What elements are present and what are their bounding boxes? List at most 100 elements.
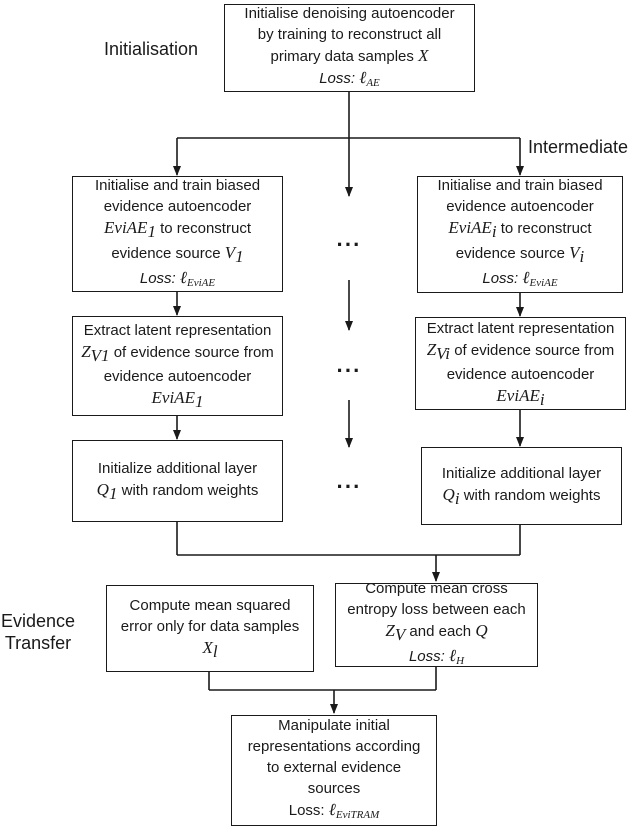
box-text: EviAEi: [496, 385, 544, 410]
box-text: representations according: [247, 738, 421, 755]
box-text: evidence autoencoder: [446, 198, 594, 215]
model-symbol: EviAE: [151, 388, 195, 407]
box-text: Initialise and train biased: [94, 176, 261, 194]
model-symbol: EviAE: [104, 217, 148, 237]
box-text: error only for data samples: [120, 618, 300, 635]
model-symbol: EviAE: [496, 385, 540, 405]
ellipsis-3: ···: [336, 474, 362, 499]
train-evidence-autoencoder-box-1: Initialise and train biased evidence aut…: [72, 176, 283, 292]
box-text: Q1 with random weights: [97, 479, 259, 504]
init-layer-box-1: Initialize additional layer Q1 with rand…: [72, 440, 283, 522]
box-text: Extract latent representation: [426, 319, 615, 337]
primary-data-symbol: X: [418, 45, 429, 65]
box-text: EviAE1: [152, 387, 204, 412]
box-text-fragment: and each: [409, 623, 472, 640]
model-symbol: EviAE: [448, 218, 492, 237]
box-text: primary data samples X: [271, 45, 429, 67]
loss-label: Loss:: [288, 802, 325, 819]
source-symbol: V: [224, 242, 236, 262]
q-symbol: Q: [475, 621, 488, 640]
box-text: evidence source Vi: [456, 242, 585, 267]
latent-symbol: Z: [426, 339, 437, 359]
loss-line: Loss: ℓAE: [319, 67, 380, 94]
model-subscript: 1: [194, 392, 204, 411]
loss-subscript: EviTRAM: [335, 809, 380, 821]
init-layer-box-i: Initialize additional layer Qi with rand…: [421, 447, 622, 525]
box-text: by training to reconstruct all: [257, 25, 442, 43]
box-text-fragment: to reconstruct: [500, 220, 592, 237]
box-text: Initialise denoising autoencoder: [244, 4, 455, 22]
loss-symbol: ℓ: [328, 800, 336, 819]
loss-subscript: EviAE: [187, 276, 216, 289]
labelled-samples-subscript: l: [212, 642, 218, 661]
section-label-intermediate: Intermediate: [528, 137, 629, 157]
loss-label: Loss:: [408, 648, 445, 665]
model-subscript: i: [491, 222, 497, 241]
cross-entropy-box: Compute mean cross entropy loss between …: [335, 580, 538, 667]
section-label-initialisation: Initialisation: [104, 39, 199, 59]
loss-line: Loss: ℓEviAE: [482, 267, 557, 294]
loss-symbol: ℓ: [522, 268, 530, 287]
box-text: to external evidence: [266, 759, 402, 776]
ellipsis-1: ···: [336, 232, 362, 257]
q-subscript: i: [454, 489, 460, 508]
box-text: Qi with random weights: [443, 484, 601, 509]
box-text-fragment: with random weights: [121, 482, 259, 499]
loss-symbol: ℓ: [179, 267, 187, 287]
loss-subscript: H: [456, 655, 465, 667]
box-text: evidence autoencoder: [103, 368, 252, 385]
loss-symbol: ℓ: [359, 67, 367, 87]
box-text: sources: [307, 780, 361, 797]
train-evidence-autoencoder-box-i: Initialise and train biased evidence aut…: [417, 176, 623, 293]
source-subscript: i: [579, 247, 585, 266]
box-text-fragment: of evidence source from: [113, 344, 274, 361]
box-text-fragment: of evidence source from: [454, 341, 615, 359]
loss-subscript: EviAE: [529, 277, 558, 289]
section-label-line: Evidence: [0, 611, 76, 631]
box-text-fragment: with random weights: [463, 487, 601, 504]
box-text: entropy loss between each: [347, 601, 526, 618]
box-text: Extract latent representation: [83, 322, 272, 339]
box-text: Xl: [202, 637, 217, 662]
box-text-fragment: to reconstruct: [160, 219, 251, 237]
section-label-evidence-transfer: Evidence Transfer: [0, 610, 76, 654]
model-subscript: i: [539, 389, 545, 409]
box-text: Compute mean squared: [129, 597, 291, 614]
mse-box: Compute mean squared error only for data…: [106, 585, 314, 672]
box-text: Initialize additional layer: [441, 465, 602, 482]
latent-symbol: Z: [385, 621, 395, 640]
box-text: Compute mean cross: [365, 580, 508, 597]
source-subscript: 1: [235, 246, 244, 266]
box-text: ZV1 of evidence source from: [81, 341, 274, 366]
box-text: EviAEi to reconstruct: [448, 217, 591, 242]
box-text: evidence autoencoder: [103, 197, 252, 215]
box-text: evidence autoencoder: [446, 365, 595, 383]
q-symbol: Q: [442, 485, 455, 504]
loss-label: Loss:: [319, 69, 356, 87]
loss-line: Loss: ℓEviAE: [140, 267, 215, 294]
q-subscript: 1: [108, 484, 118, 503]
box-text-fragment: evidence source: [455, 245, 565, 262]
box-text: EviAE1 to reconstruct: [104, 217, 251, 242]
latent-subscript: Vi: [436, 343, 451, 363]
box-text: ZV and each Q: [385, 620, 487, 645]
box-text: Initialize additional layer: [97, 460, 258, 477]
source-symbol: V: [569, 243, 580, 262]
loss-line: Loss: ℓEviTRAM: [289, 799, 380, 826]
box-text: Initialise and train biased: [437, 177, 603, 194]
extract-latent-box-i: Extract latent representation ZVi of evi…: [415, 317, 626, 410]
extract-latent-box-1: Extract latent representation ZV1 of evi…: [72, 316, 283, 416]
q-symbol: Q: [96, 480, 109, 499]
loss-subscript: AE: [366, 76, 380, 89]
manipulate-representations-box: Manipulate initial representations accor…: [231, 715, 437, 826]
loss-symbol: ℓ: [448, 646, 457, 665]
loss-label: Loss:: [482, 270, 519, 287]
box-text: Manipulate initial: [278, 717, 390, 734]
model-subscript: 1: [147, 221, 156, 241]
ellipsis-2: ···: [336, 358, 362, 383]
box-text-fragment: primary data samples: [270, 47, 414, 65]
latent-subscript: V: [394, 625, 406, 644]
latent-subscript: V1: [90, 346, 110, 365]
loss-label: Loss:: [139, 269, 176, 287]
